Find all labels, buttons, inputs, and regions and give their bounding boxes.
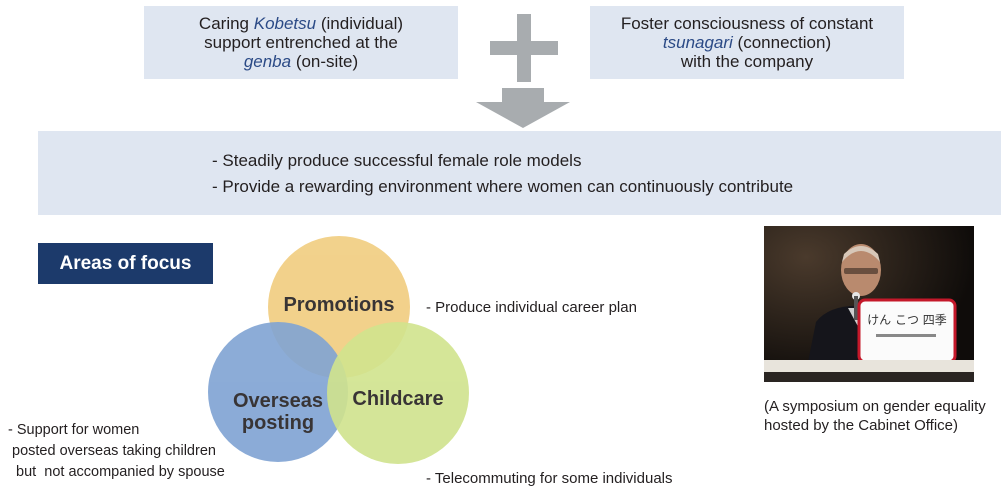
- symposium-photo: けん こつ 四季: [764, 226, 974, 382]
- goal-item: - Steadily produce successful female rol…: [212, 151, 582, 170]
- tsunagari-line-3: with the company: [680, 52, 814, 71]
- areas-of-focus-badge: Areas of focus: [38, 243, 213, 284]
- kobetsu-line-2: support entrenched at the: [204, 33, 398, 52]
- down-arrow-icon: [476, 88, 570, 128]
- plus-icon: [490, 14, 558, 82]
- childcare-circle: Childcare: [327, 322, 469, 464]
- kobetsu-support-box: Caring Kobetsu (individual) support entr…: [144, 6, 458, 79]
- goals-box: - Steadily produce successful female rol…: [38, 131, 1001, 215]
- goal-item: - Provide a rewarding environment where …: [212, 177, 794, 196]
- childcare-note: - Telecommuting for some individuals: [426, 470, 673, 487]
- tsunagari-line-2: tsunagari (connection): [662, 33, 832, 52]
- photo-caption: (A symposium on gender equality hosted b…: [764, 398, 986, 434]
- promotions-label: Promotions: [283, 294, 395, 316]
- overseas-note: - Support for women posted overseas taki…: [8, 422, 225, 480]
- kobetsu-line-1: Caring Kobetsu (individual): [198, 14, 404, 33]
- promotions-note: - Produce individual career plan: [426, 299, 637, 316]
- tsunagari-box: Foster consciousness of constant tsunaga…: [590, 6, 904, 79]
- childcare-label: Childcare: [352, 388, 444, 410]
- svg-text:けん こつ 四季: けん こつ 四季: [867, 313, 947, 327]
- tsunagari-line-1: Foster consciousness of constant: [620, 14, 874, 33]
- kobetsu-line-3: genba (on-site): [243, 52, 359, 71]
